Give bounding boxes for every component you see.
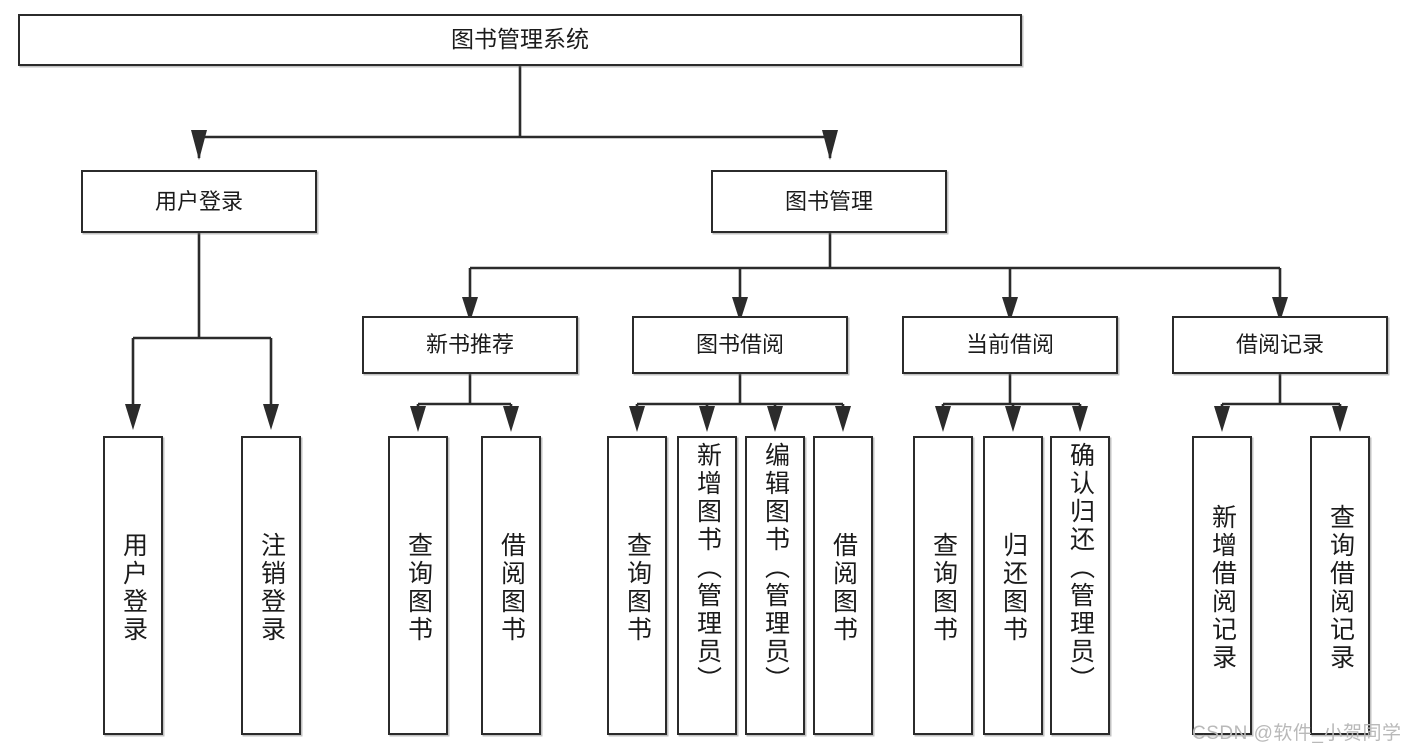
node-leaf-add-book-admin[interactable]: 新增图书（管理员） (677, 436, 737, 735)
arrowhead-leaf-add-book (699, 406, 715, 432)
node-label: 查询借阅记录 (1326, 503, 1355, 672)
node-label: 注销登录 (257, 531, 286, 644)
node-label: 确认归还（管理员） (1066, 442, 1095, 694)
arrowhead-leaf-confirm-return (1072, 406, 1088, 432)
node-new-book-recommend[interactable]: 新书推荐 (362, 316, 578, 374)
node-leaf-logout[interactable]: 注销登录 (241, 436, 301, 735)
node-label: 图书管理系统 (451, 26, 589, 53)
arrowhead-leaf-query-book-2 (629, 406, 645, 432)
arrowhead-leaf-query-book-1 (410, 406, 426, 432)
node-leaf-return-book[interactable]: 归还图书 (983, 436, 1043, 735)
node-leaf-borrow-book[interactable]: 借阅图书 (813, 436, 873, 735)
arrowhead-leaf-edit-book (767, 406, 783, 432)
node-label: 归还图书 (999, 531, 1028, 644)
node-label: 新书推荐 (425, 332, 514, 358)
arrowhead-leaf-add-record (1214, 406, 1230, 432)
node-leaf-borrow-book-recommend[interactable]: 借阅图书 (481, 436, 541, 735)
node-label: 借阅图书 (497, 531, 526, 644)
node-label: 借阅图书 (829, 531, 858, 644)
node-leaf-query-book-recommend[interactable]: 查询图书 (388, 436, 448, 735)
node-book-management[interactable]: 图书管理 (711, 170, 947, 233)
watermark-text: CSDN @软件_小贺同学 (1192, 723, 1402, 744)
node-label: 图书管理 (784, 188, 873, 214)
arrowhead-leaf-query-book-3 (935, 406, 951, 432)
node-label: 借阅记录 (1235, 332, 1324, 358)
arrowhead-leaf-borrow-book-1 (503, 406, 519, 432)
node-current-borrow[interactable]: 当前借阅 (902, 316, 1118, 374)
node-label: 用户登录 (154, 188, 243, 214)
arrowhead-leaf-logout (263, 404, 279, 430)
arrowhead-user-login (191, 130, 207, 160)
node-label: 新增图书（管理员） (693, 442, 722, 694)
node-user-login[interactable]: 用户登录 (81, 170, 317, 233)
node-book-borrow[interactable]: 图书借阅 (632, 316, 848, 374)
node-label: 查询图书 (623, 531, 652, 644)
node-label: 图书借阅 (695, 332, 784, 358)
node-leaf-query-book-borrow[interactable]: 查询图书 (607, 436, 667, 735)
arrowhead-leaf-query-record (1332, 406, 1348, 432)
node-leaf-add-borrow-record[interactable]: 新增借阅记录 (1192, 436, 1252, 735)
node-leaf-query-book-current[interactable]: 查询图书 (913, 436, 973, 735)
arrowhead-leaf-return-book (1005, 406, 1021, 432)
node-label: 新增借阅记录 (1208, 503, 1237, 672)
node-label: 查询图书 (404, 531, 433, 644)
node-label: 当前借阅 (965, 332, 1054, 358)
node-leaf-user-login[interactable]: 用户登录 (103, 436, 163, 735)
node-leaf-edit-book-admin[interactable]: 编辑图书（管理员） (745, 436, 805, 735)
arrowhead-leaf-user-login (125, 404, 141, 430)
node-label: 编辑图书（管理员） (761, 442, 790, 694)
csdn-watermark: CSDN @软件_小贺同学 (1192, 718, 1401, 745)
node-borrow-record[interactable]: 借阅记录 (1172, 316, 1388, 374)
node-leaf-confirm-return-admin[interactable]: 确认归还（管理员） (1050, 436, 1110, 735)
arrowhead-leaf-borrow-book-2 (835, 406, 851, 432)
arrowhead-book-mgmt (822, 130, 838, 160)
node-label: 用户登录 (119, 531, 148, 644)
node-label: 查询图书 (929, 531, 958, 644)
node-root-book-management-system[interactable]: 图书管理系统 (18, 14, 1022, 66)
node-leaf-query-borrow-record[interactable]: 查询借阅记录 (1310, 436, 1370, 735)
